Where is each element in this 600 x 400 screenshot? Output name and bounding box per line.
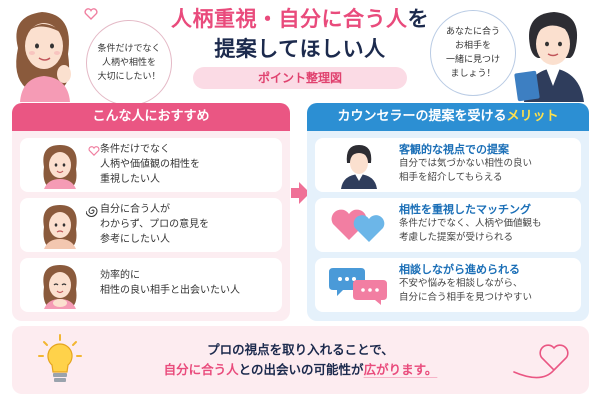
title-text: を [407, 7, 429, 31]
counselor-icon [341, 145, 377, 189]
title-highlight: 自分に合う人 [278, 7, 408, 31]
item-line: 参考にしたい人 [100, 234, 170, 245]
item-line: 不安や悩みを相談しながら、 [399, 278, 523, 289]
item-line: 条件だけでなく、人柄や価値観も [399, 218, 542, 229]
summary-highlight: 広がります。 [363, 362, 438, 377]
woman-illustration [16, 12, 71, 102]
heart-line-icon [513, 344, 569, 379]
counselor-illustration [514, 12, 584, 102]
item-line: 重視したい人 [100, 174, 160, 185]
lightbulb-icon [38, 334, 82, 382]
item-line: 効率的に [100, 270, 140, 281]
item-line: わからず、プロの意見を [100, 219, 210, 230]
item-line: 相手を紹介してもらえる [399, 172, 503, 183]
summary-text: との出会いの可能性が [238, 362, 364, 377]
item-line: 条件だけでなく [100, 144, 170, 155]
merit-panel: カウンセラーの提案を受けるメリット 客観的な視点での提案 自分では気づかない相性… [307, 103, 589, 321]
summary-line2: 自分に合う人との出会いの可能性が広がります。 [12, 359, 589, 378]
recommended-panel-title: こんな人におすすめ [12, 103, 290, 131]
heart-icon [88, 146, 100, 156]
list-item: 条件だけでなく 人柄や価値観の相性を 重視したい人 [20, 138, 282, 192]
list-item: 自分に合う人が わからず、プロの意見を 参考にしたい人 [20, 198, 282, 252]
recommended-panel: こんな人におすすめ 条件だけでなく 人柄や価値観の相性を 重視したい人 [12, 103, 290, 321]
bubble-right-line: 一緒に見つけ [445, 55, 500, 65]
summary-box: プロの視点を取り入れることで、 自分に合う人との出会いの可能性が広がります。 [12, 326, 589, 394]
section-pill: ポイント整理図 [193, 67, 407, 89]
arrow-right-icon [291, 182, 310, 204]
title-line2: 提案してほしい人 [214, 37, 386, 61]
item-line: 考慮した提案が受けられる [399, 232, 514, 243]
summary-line1: プロの視点を取り入れることで、 [207, 342, 394, 357]
woman-confused-icon [43, 205, 77, 249]
merit-title: 相談しながら進められる [399, 263, 520, 276]
list-item: 客観的な視点での提案 自分では気づかない相性の良い 相手を紹介してもらえる [315, 138, 581, 192]
bubble-right-line: あなたに合う [445, 27, 500, 37]
bubble-right-line: ましょう！ [450, 69, 496, 79]
summary-highlight: 自分に合う人 [163, 362, 239, 377]
speech-bubble-left: 条件だけでなく 人柄や相性を 大切にしたい！ [86, 20, 172, 106]
title-highlight: 人柄重視 [171, 7, 257, 31]
merit-title: 客観的な視点での提案 [399, 143, 509, 156]
bubble-left-line: 人柄や相性を [101, 58, 156, 68]
page-title: 人柄重視・自分に合う人を 提案してほしい人 [150, 4, 450, 64]
merit-title-text: カウンセラーの提案を受ける [337, 109, 507, 124]
item-line: 人柄や価値観の相性を [100, 159, 200, 170]
merit-title-highlight: メリット [506, 109, 559, 124]
item-line: 相性の良い相手と出会いたい人 [100, 285, 240, 296]
list-item: 相性を重視したマッチング 条件だけでなく、人柄や価値観も 考慮した提案が受けられ… [315, 198, 581, 252]
title-dot: ・ [257, 7, 279, 31]
item-line: 自分に合う人が [100, 204, 170, 215]
list-item: 効率的に 相性の良い相手と出会いたい人 [20, 258, 282, 312]
heart-icon [84, 8, 98, 20]
woman-smiling-icon [43, 145, 77, 189]
hearts-icon [331, 209, 385, 242]
bubble-left-line: 大切にしたい！ [97, 72, 161, 82]
merit-panel-title: カウンセラーの提案を受けるメリット [307, 103, 589, 131]
bubble-right-line: お相手を [454, 41, 491, 51]
speech-bubble-right: あなたに合う お相手を 一緒に見つけ ましょう！ [430, 10, 516, 96]
list-item: 相談しながら進められる 不安や悩みを相談しながら、 自分に合う相手を見つけやすい [315, 258, 581, 312]
merit-title: 相性を重視したマッチング [399, 203, 531, 216]
bubble-left-line: 条件だけでなく [97, 44, 161, 54]
chat-bubbles-icon [329, 268, 387, 305]
item-line: 自分では気づかない相性の良い [399, 158, 533, 169]
confusion-swirl-icon [86, 206, 98, 217]
item-line: 自分に合う相手を見つけやすい [399, 292, 533, 303]
woman-hopeful-icon [43, 265, 77, 309]
